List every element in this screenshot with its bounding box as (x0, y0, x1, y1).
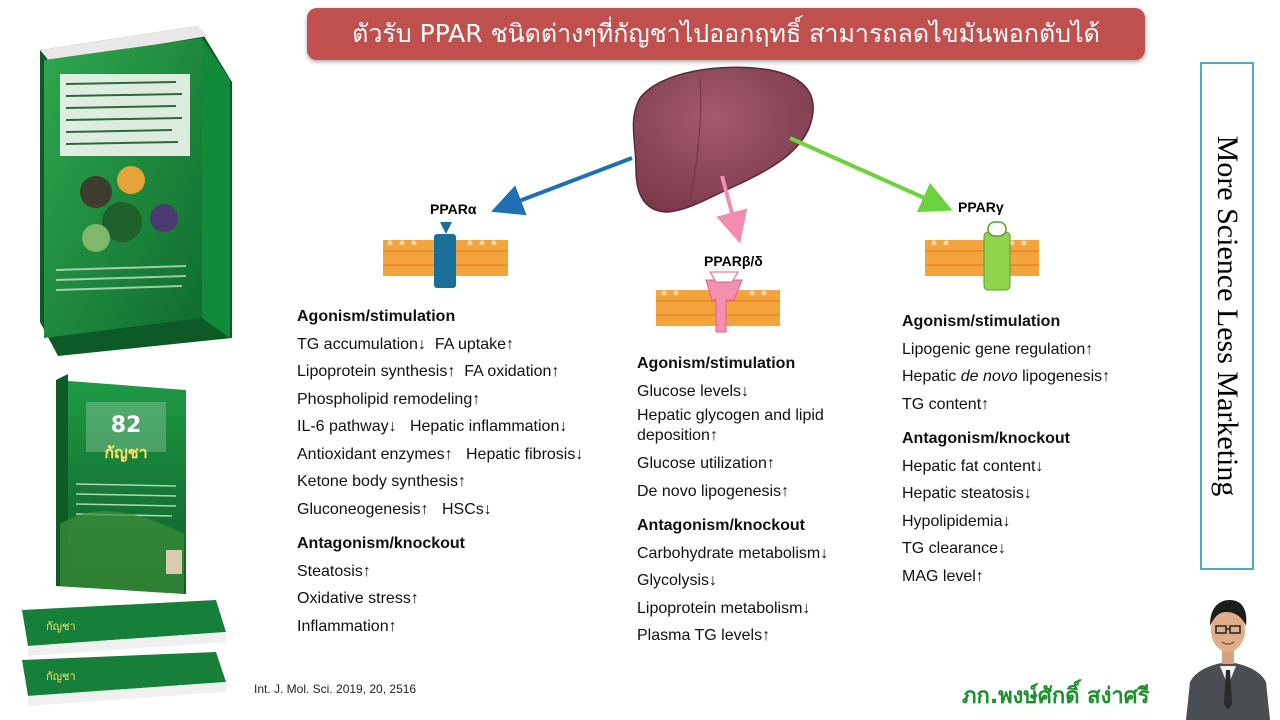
ppar-beta-label: PPARβ/δ (704, 253, 763, 269)
membrane-gamma (925, 240, 1039, 276)
beta-agonism-2: Hepatic glycogen and lipid (637, 407, 824, 424)
citation: Int. J. Mol. Sci. 2019, 20, 2516 (254, 682, 417, 696)
gamma-antagonism-title: Antagonism/knockout (902, 430, 1071, 447)
beta-antagonism-1: Carbohydrate metabolism↓ (637, 544, 829, 562)
beta-agonism-4: Glucose utilization↑ (637, 455, 775, 472)
side-slogan-box: More Science Less Marketing (1200, 62, 1254, 570)
beta-agonism-5: De novo lipogenesis↑ (637, 482, 790, 500)
title-text: ตัวรับ PPAR ชนิดต่างๆที่กัญชาไปออกฤทธิ์ … (352, 19, 1100, 48)
book-spine-title-2: กัญชา (46, 670, 76, 683)
gamma-agonism-1: Lipogenic gene regulation↑ (902, 340, 1094, 358)
gamma-antagonism-5: MAG level↑ (902, 567, 984, 585)
book-spine-title-1: กัญชา (46, 620, 76, 633)
alpha-row-4: IL-6 pathway↓ Hepatic inflammation↓ (297, 418, 568, 435)
alpha-antagonism-1: Steatosis↑ (297, 562, 371, 580)
gamma-agonism-3: TG content↑ (902, 395, 990, 413)
gamma-antagonism-2: Hepatic steatosis↓ (902, 485, 1032, 502)
alpha-row-7: Gluconeogenesis↑ HSCs↓ (297, 500, 492, 518)
alpha-row-2: Lipoprotein synthesis↑ FA oxidation↑ (297, 363, 560, 380)
alpha-antagonism-2: Oxidative stress↑ (297, 590, 419, 607)
alpha-antagonism-title: Antagonism/knockout (297, 535, 466, 552)
gamma-agonism-2: Hepatic de novo lipogenesis↑ (902, 368, 1111, 385)
presenter-photo (1186, 600, 1270, 720)
beta-antagonism-title: Antagonism/knockout (637, 517, 806, 534)
arrow-to-ppar-alpha (491, 156, 633, 216)
book-cover-top (40, 26, 232, 356)
ppar-alpha-receptor (434, 222, 456, 288)
ppar-gamma-receptor (983, 221, 1011, 291)
beta-agonism-3: deposition↑ (637, 427, 718, 444)
gamma-agonism-title: Agonism/stimulation (902, 313, 1061, 330)
alpha-row-3: Phospholipid remodeling↑ (297, 390, 481, 408)
title-banner: ตัวรับ PPAR ชนิดต่างๆที่กัญชาไปออกฤทธิ์ … (307, 8, 1145, 60)
alpha-row-5: Antioxidant enzymes↑ Hepatic fibrosis↓ (297, 445, 584, 463)
liver-icon (632, 66, 814, 213)
gamma-antagonism-1: Hepatic fat content↓ (902, 457, 1044, 475)
author-name: ภก.พงษ์ศักดิ์ สง่าศรี (962, 684, 1150, 709)
ppar-alpha-effects: Agonism/stimulation TG accumulation↓ FA … (297, 303, 583, 640)
arrow-to-ppar-gamma (789, 136, 953, 213)
beta-antagonism-2: Glycolysis↓ (637, 572, 718, 589)
gamma-antagonism-4: TG clearance↓ (902, 540, 1007, 557)
beta-antagonism-3: Lipoprotein metabolism↓ (637, 599, 811, 617)
alpha-agonism-title: Agonism/stimulation (297, 308, 456, 325)
book-number: 82 (111, 413, 142, 438)
ppar-alpha-label: PPARα (430, 201, 477, 217)
book-cover-title: กัญชา (104, 443, 147, 463)
book-cover-stack: 82 กัญชา กัญชา กัญชา (22, 374, 226, 706)
beta-agonism-title: Agonism/stimulation (637, 355, 796, 372)
ppar-beta-receptor (705, 271, 743, 333)
beta-agonism-1: Glucose levels↓ (637, 382, 750, 400)
beta-antagonism-4: Plasma TG levels↑ (637, 627, 771, 644)
ppar-gamma-label: PPARγ (958, 199, 1004, 215)
alpha-row-6: Ketone body synthesis↑ (297, 473, 466, 490)
ppar-beta-effects: Agonism/stimulation Glucose levels↓ Hepa… (637, 350, 828, 650)
gamma-antagonism-3: Hypolipidemia↓ (902, 512, 1011, 530)
alpha-row-1: TG accumulation↓ FA uptake↑ (297, 335, 514, 353)
ppar-gamma-effects: Agonism/stimulation Lipogenic gene regul… (902, 308, 1110, 590)
alpha-antagonism-3: Inflammation↑ (297, 617, 397, 635)
arrow-to-ppar-beta (716, 175, 748, 244)
